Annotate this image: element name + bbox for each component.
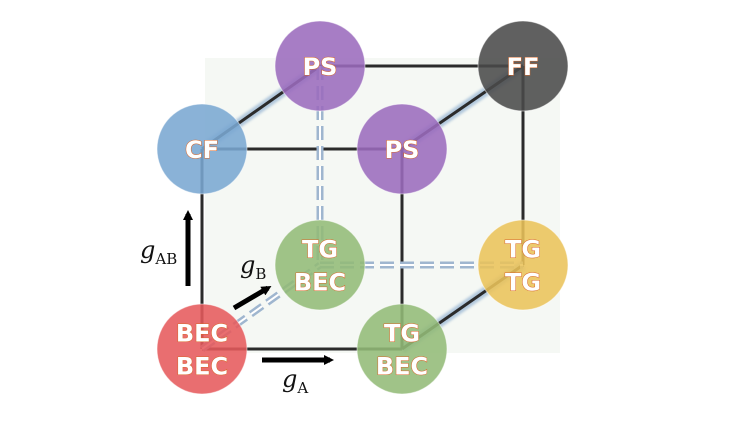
gb-label: gB xyxy=(240,251,266,283)
ga-label: gA xyxy=(282,365,308,397)
node-label: BEC xyxy=(176,320,228,348)
node-tg-bec-front: TG BEC xyxy=(356,303,448,395)
node-label: BEC xyxy=(376,353,428,381)
node-ff: FF xyxy=(477,20,569,112)
node-tg-bec-back: TG BEC xyxy=(274,219,366,311)
gab-label: gAB xyxy=(140,236,177,268)
node-bec-bec: BEC BEC xyxy=(156,303,248,395)
node-label: TG xyxy=(505,269,541,297)
node-label: TG xyxy=(505,236,541,264)
node-ps-back: PS xyxy=(274,20,366,112)
node-circle xyxy=(356,303,448,395)
node-ps-front: PS xyxy=(356,103,448,195)
node-label: CF xyxy=(185,136,219,164)
node-tg-tg: TG TG xyxy=(477,219,569,311)
node-label: TG xyxy=(302,236,338,264)
node-circle xyxy=(274,219,366,311)
node-label: TG xyxy=(384,320,420,348)
node-label: FF xyxy=(507,53,540,81)
node-circle xyxy=(156,103,248,195)
gb-arrow xyxy=(232,285,272,311)
node-circle xyxy=(477,20,569,112)
node-label: PS xyxy=(303,53,338,81)
node-cf: CF xyxy=(156,103,248,195)
node-circle xyxy=(156,303,248,395)
node-circle xyxy=(356,103,448,195)
node-label: BEC xyxy=(294,269,346,297)
node-circle xyxy=(477,219,569,311)
phase-nodes: PS FF CF PS TG BEC TG TG BEC BEC TG BEC xyxy=(156,20,569,395)
node-label: PS xyxy=(385,136,420,164)
axis-arrows xyxy=(183,210,334,365)
node-label: BEC xyxy=(176,353,228,381)
node-circle xyxy=(274,20,366,112)
